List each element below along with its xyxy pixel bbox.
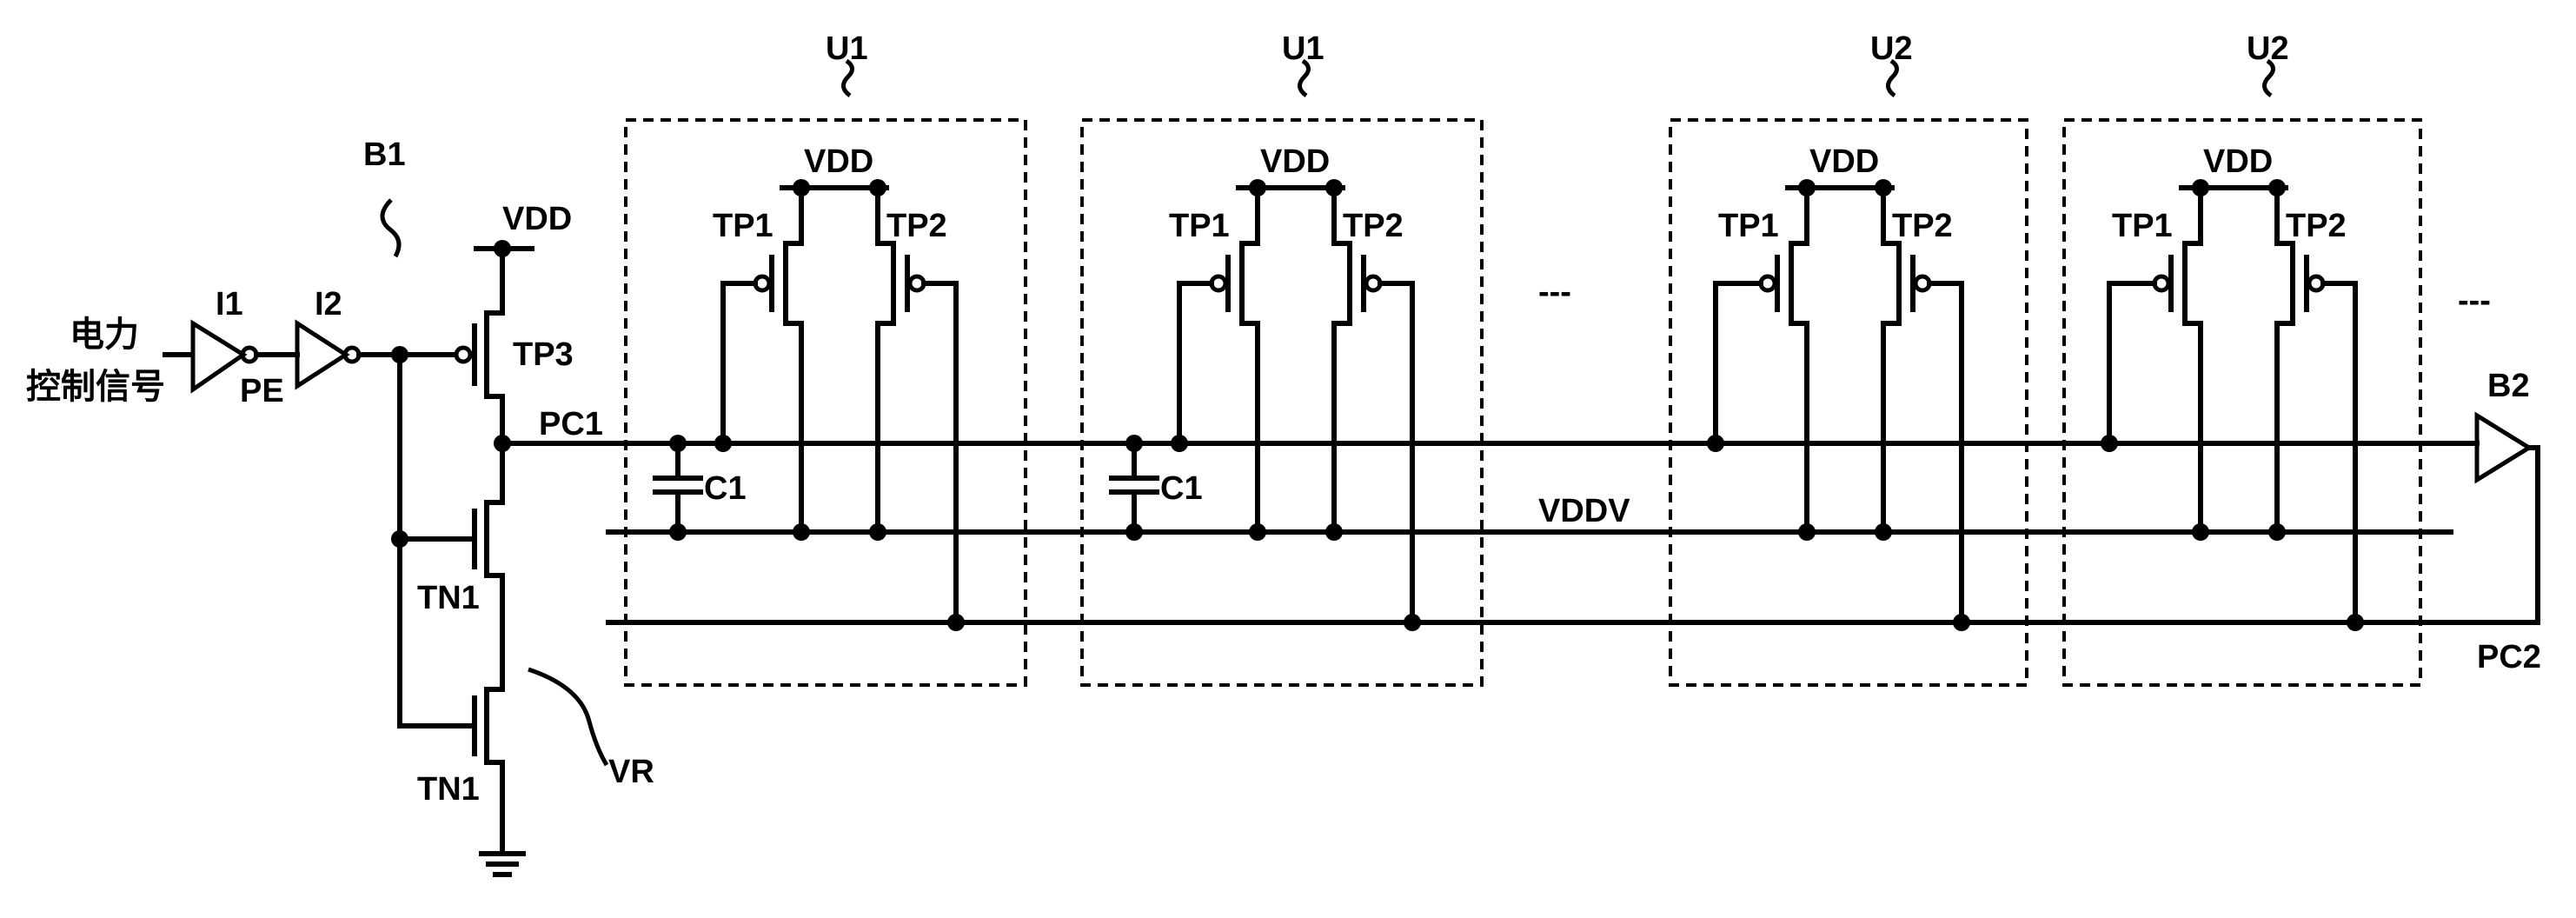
power-signal-label-1: 电力 [70, 315, 139, 355]
unit-tp2-label: TP2 [1343, 208, 1404, 244]
tn1-lower-label: TN1 [417, 771, 480, 808]
b2-label: B2 [2487, 368, 2530, 404]
unit-cell-4: U2 VDD TP1 TP2 [2062, 30, 2422, 687]
unit-leader [2262, 58, 2275, 98]
vr-leader [528, 667, 609, 767]
vr-label: VR [608, 754, 654, 790]
unit-box [1669, 118, 2028, 687]
unit-vdd-label: VDD [804, 143, 873, 180]
pc2-label: PC2 [2477, 639, 2541, 675]
unit-vdd-label: VDD [1260, 143, 1330, 180]
transistor-tn1-upper [397, 441, 505, 663]
b1-label: B1 [363, 136, 406, 173]
unit-box [1080, 118, 1484, 687]
transistor-tn1-lower [397, 658, 505, 855]
inverter-i2-label: I2 [315, 286, 342, 323]
unit-tp1-label: TP1 [713, 208, 773, 244]
unit-cell-1: U1 VDD TP1 TP2 [624, 30, 1027, 687]
tp3-vdd-label: VDD [502, 201, 572, 237]
inverter-i2 [295, 319, 362, 390]
unit-leader [1298, 58, 1311, 98]
unit-cap-label: C1 [704, 470, 747, 507]
unit-cap-label: C1 [1160, 470, 1203, 507]
power-signal-label-2: 控制信号 [26, 367, 165, 407]
unit-tp2-label: TP2 [886, 208, 947, 244]
buffer-b2 [2474, 411, 2540, 625]
unit-leader [1886, 58, 1899, 98]
unit-box [2062, 118, 2422, 687]
inverter-i1-label: I1 [216, 286, 243, 323]
tn1-upper-label: TN1 [417, 580, 480, 616]
unit-leader [841, 58, 854, 98]
unit-tp1-label: TP1 [1169, 208, 1230, 244]
unit-vdd-label: VDD [2203, 143, 2273, 180]
b1-leader [380, 198, 402, 258]
vddv-label: VDDV [1538, 493, 1630, 529]
unit-box [624, 118, 1027, 687]
tp3-label: TP3 [513, 336, 574, 373]
unit-cell-3: U2 VDD TP1 TP2 [1669, 30, 2028, 687]
pc1-label: PC1 [539, 406, 603, 442]
unit-tp1-label: TP1 [1718, 208, 1779, 244]
ground-icon [479, 851, 526, 877]
unit-tp2-label: TP2 [1892, 208, 1953, 244]
transistor-tp3 [454, 249, 505, 446]
pe-label: PE [240, 373, 284, 409]
unit-tp1-label: TP1 [2112, 208, 2173, 244]
ellipsis-1: --- [1538, 274, 1571, 310]
unit-tp2-label: TP2 [2286, 208, 2347, 244]
unit-cell-2: U1 VDD TP1 TP2 C1 [1080, 30, 1484, 687]
unit-vdd-label: VDD [1809, 143, 1879, 180]
ellipsis-2: --- [2458, 283, 2491, 319]
